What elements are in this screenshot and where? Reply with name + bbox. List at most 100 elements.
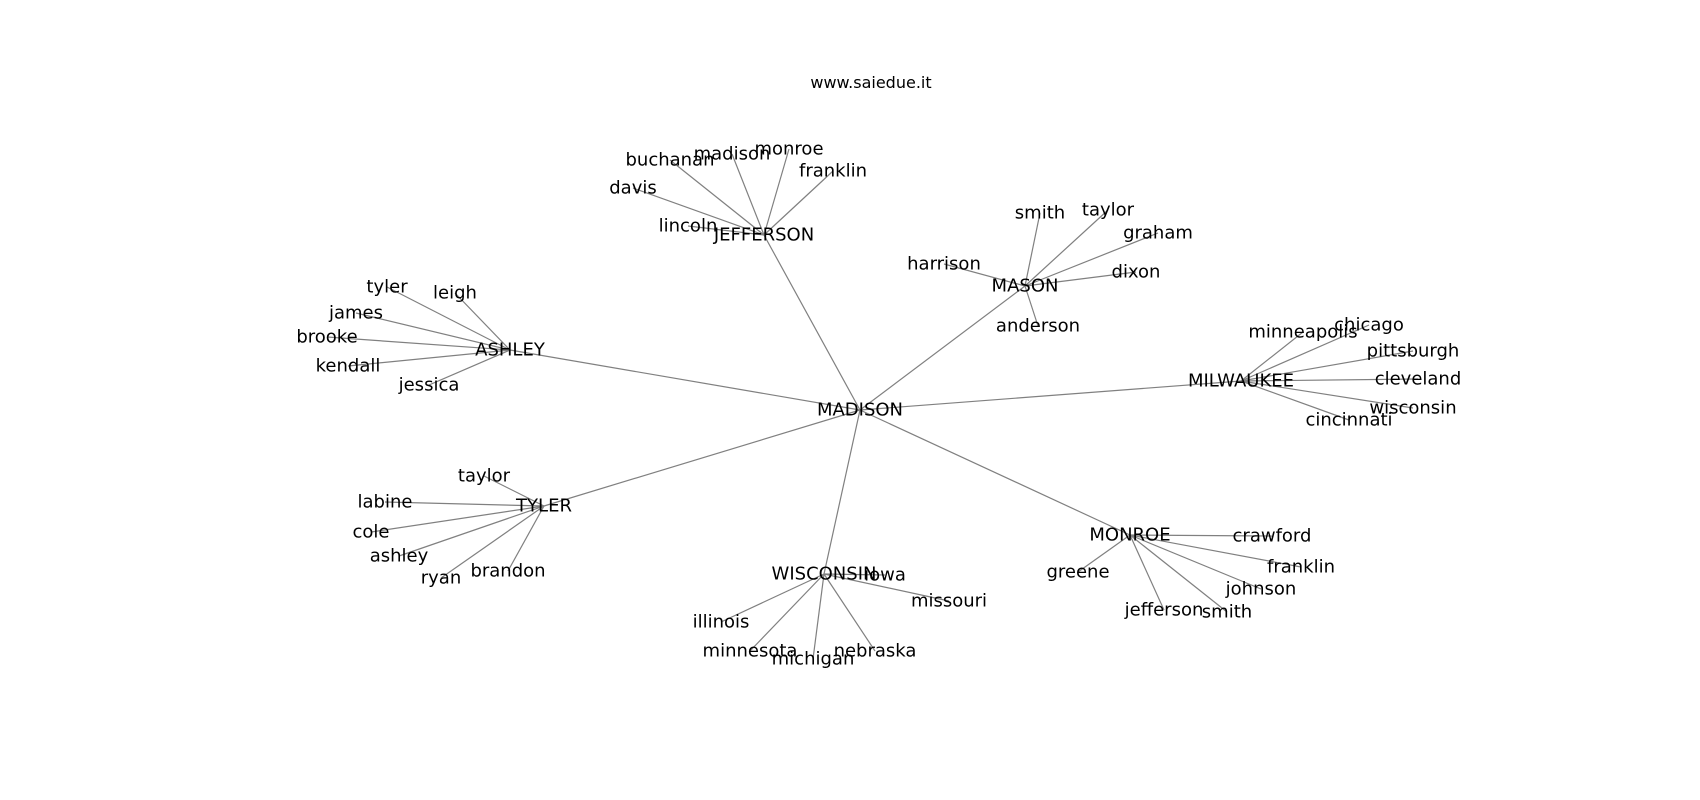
edge-hub-to-leaf — [1129, 534, 1262, 590]
edge-hub-to-leaf — [386, 286, 511, 351]
leaf-node-label: iowa — [864, 565, 906, 586]
edge-hub-to-leaf — [763, 148, 790, 236]
edge-root-to-hub — [823, 409, 861, 575]
leaf-node-label: tyler — [366, 277, 408, 298]
leaf-node-label: missouri — [911, 591, 987, 612]
leaf-node-label: brooke — [296, 327, 357, 348]
leaf-node-label: monroe — [754, 139, 823, 160]
leaf-node-label: illinois — [693, 612, 750, 633]
leaf-node-label: nebraska — [834, 641, 917, 662]
leaf-node-label: davis — [609, 178, 657, 199]
leaf-node-label: labine — [358, 492, 413, 513]
edge-hub-to-leaf — [943, 263, 1026, 287]
leaf-node-label: ryan — [421, 568, 462, 589]
edge-hub-to-leaf — [384, 501, 545, 507]
hub-node-label: ASHLEY — [475, 340, 546, 361]
leaf-node-label: taylor — [1082, 200, 1135, 221]
leaf-node-label: cleveland — [1375, 369, 1462, 390]
edge-hub-to-leaf — [347, 349, 511, 367]
hub-node-label: MONROE — [1089, 525, 1170, 546]
edge-hub-to-leaf — [1129, 534, 1273, 537]
edge-hub-to-leaf — [731, 153, 765, 236]
edge-root-to-hub — [509, 349, 861, 411]
edge-hub-to-leaf — [355, 312, 511, 351]
edge-hub-to-leaf — [1240, 380, 1350, 421]
edge-hub-to-leaf — [1024, 209, 1109, 287]
leaf-node-label: leigh — [433, 283, 477, 304]
leaf-node-label: michigan — [772, 649, 855, 670]
edge-root-to-hub — [763, 234, 861, 411]
leaf-node-label: jefferson — [1124, 600, 1204, 621]
leaf-node-label: harrison — [907, 254, 981, 275]
edge-hub-to-leaf — [763, 170, 834, 236]
edge-hub-to-leaf — [669, 159, 765, 236]
leaf-node-label: smith — [1202, 602, 1252, 623]
edge-hub-to-leaf — [1240, 378, 1419, 382]
hub-node-label: MASON — [992, 276, 1059, 297]
hub-node-label: TYLER — [515, 496, 572, 517]
edge-hub-to-leaf — [398, 505, 545, 557]
edge-hub-to-leaf — [326, 336, 511, 351]
edge-hub-to-leaf — [1129, 534, 1302, 568]
edge-hub-to-leaf — [440, 505, 545, 579]
hub-node-label: MILWAUKEE — [1188, 371, 1294, 392]
leaf-node-label: buchanan — [625, 150, 714, 171]
leaf-node-label: kendall — [316, 356, 381, 377]
edge-hub-to-leaf — [1024, 232, 1159, 287]
edge-hub-to-leaf — [454, 292, 511, 351]
leaf-node-label: franklin — [799, 161, 867, 182]
leaf-node-label: cole — [353, 522, 390, 543]
leaf-node-label: franklin — [1267, 557, 1335, 578]
leaf-node-label: anderson — [996, 316, 1080, 337]
edge-hub-to-leaf — [720, 573, 825, 623]
edges-layer — [326, 148, 1419, 660]
edge-hub-to-leaf — [507, 505, 545, 572]
edge-hub-to-leaf — [823, 573, 950, 602]
leaf-node-label: brandon — [470, 561, 545, 582]
leaf-node-label: lincoln — [659, 216, 718, 237]
edge-hub-to-leaf — [823, 573, 876, 652]
edge-hub-to-leaf — [823, 573, 886, 576]
hub-node-label: JEFFERSON — [713, 225, 814, 246]
edge-hub-to-leaf — [1129, 534, 1228, 613]
leaf-node-label: crawford — [1233, 526, 1312, 547]
leaf-node-label: madison — [694, 144, 771, 165]
leaf-node-label: james — [328, 303, 383, 324]
root-node-label: MADISON — [817, 400, 903, 421]
leaf-node-label: cincinnati — [1305, 410, 1392, 431]
leaf-node-label: minnesota — [703, 641, 798, 662]
edge-hub-to-leaf — [1024, 285, 1039, 327]
edge-root-to-hub — [543, 409, 861, 507]
leaf-node-label: dixon — [1112, 262, 1161, 283]
leaf-node-label: taylor — [458, 466, 511, 487]
edge-hub-to-leaf — [632, 187, 765, 236]
edge-hub-to-leaf — [483, 475, 545, 507]
leaf-node-label: greene — [1046, 562, 1109, 583]
leaf-node-label: ashley — [370, 546, 429, 567]
edge-hub-to-leaf — [1024, 271, 1137, 287]
hub-node-label: WISCONSIN — [772, 564, 877, 585]
leaf-node-label: wisconsin — [1369, 398, 1456, 419]
edge-hub-to-leaf — [428, 349, 511, 386]
edge-hub-to-leaf — [370, 505, 545, 533]
edge-hub-to-leaf — [812, 573, 825, 660]
edge-hub-to-leaf — [1129, 534, 1165, 611]
edge-hub-to-leaf — [749, 573, 825, 652]
edge-root-to-hub — [859, 409, 1131, 536]
edge-hub-to-leaf — [1240, 331, 1304, 382]
edge-hub-to-leaf — [1240, 324, 1370, 382]
edge-hub-to-leaf — [687, 225, 765, 236]
diagram-title: www.saiedue.it — [810, 73, 931, 92]
leaf-node-label: smith — [1015, 203, 1065, 224]
edge-root-to-hub — [859, 380, 1242, 411]
edge-hub-to-leaf — [1077, 534, 1131, 573]
leaf-node-label: chicago — [1334, 315, 1404, 336]
edge-root-to-hub — [859, 285, 1026, 411]
edge-hub-to-leaf — [1240, 350, 1414, 382]
leaf-node-label: minneapolis — [1248, 322, 1357, 343]
leaf-node-label: graham — [1123, 223, 1193, 244]
edge-hub-to-leaf — [1024, 212, 1041, 287]
edge-hub-to-leaf — [1240, 380, 1414, 409]
leaf-node-label: pittsburgh — [1367, 341, 1460, 362]
